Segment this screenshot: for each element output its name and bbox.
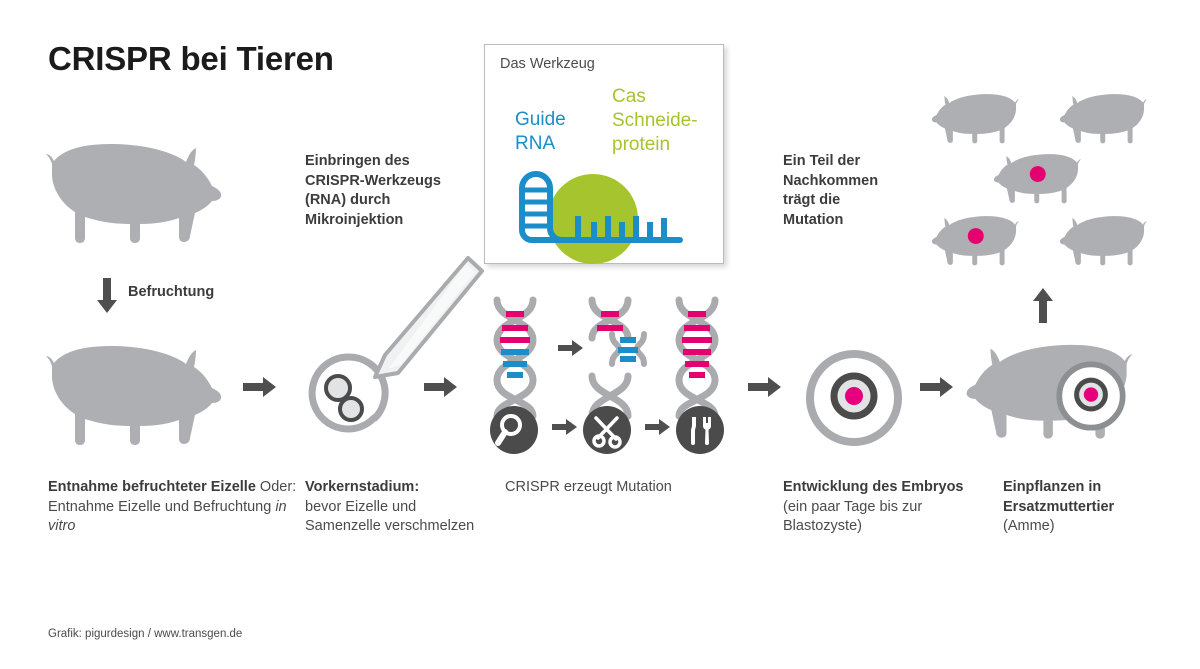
pig-silhouette-icon <box>931 216 1020 266</box>
scissors-icon <box>583 406 631 454</box>
caption-step-1-normal: Oder: Entnahme Eizelle und Befruchtung <box>48 479 297 515</box>
pig-silhouette-donor <box>40 138 225 258</box>
arrow-right-icon <box>558 340 584 356</box>
injection-note-line1: Einbringen des <box>305 153 410 169</box>
piglet-4-mutated <box>930 212 1022 274</box>
arrow-right-icon <box>424 376 458 398</box>
pig-silhouette-icon <box>46 346 222 445</box>
pig-silhouette-icon <box>1059 216 1148 266</box>
cas-line1: Cas <box>612 86 646 107</box>
dna-helix-icon <box>490 296 540 420</box>
embryo-cell-icon <box>1055 360 1127 432</box>
cas-line2: Schneide- <box>612 110 698 131</box>
guide-rna-line2: RNA <box>515 133 556 154</box>
dna-fragment-icon <box>605 330 651 368</box>
magnifier-badge <box>490 406 538 454</box>
mutation-dot <box>967 228 984 244</box>
arrow-right-icon <box>748 376 782 398</box>
caption-step-1-italic: in vitro <box>48 498 287 535</box>
caption-step-3: CRISPR erzeugt Mutation <box>505 478 735 498</box>
offspring-note-line4: Mutation <box>783 211 844 228</box>
guide-rna-line1: Guide <box>515 109 566 130</box>
piglet-3-mutated <box>992 150 1084 212</box>
guide-rna-strand-icon <box>512 166 692 256</box>
pig-silhouette-icon <box>993 154 1082 204</box>
piglet-5 <box>1058 212 1150 274</box>
piglet-1 <box>930 90 1022 152</box>
caption-step-5: Einpflanzen in Ersatzmuttertier (Amme) <box>1003 478 1198 537</box>
piglet-2 <box>1058 90 1150 152</box>
tools-badge <box>676 406 724 454</box>
pipette-icon <box>365 255 485 380</box>
injection-note-line4: Mikroinjektion <box>305 211 404 228</box>
arrow-down-icon <box>96 278 118 314</box>
arrow-up-icon <box>1032 288 1054 324</box>
cas-protein-label: Cas Schneide- protein <box>612 85 722 157</box>
injection-note-line3: (RNA) durch <box>305 192 391 208</box>
caption-step-5-normal: (Amme) <box>1003 518 1055 534</box>
injection-note-line2: CRISPR-Werkzeugs <box>305 172 441 189</box>
pig-silhouette-fertilized <box>40 340 225 460</box>
caption-step-2: Vorkernstadium: bevor Eizelle und Samenz… <box>305 478 495 537</box>
dna-helix-icon <box>672 296 722 420</box>
pig-silhouette-icon <box>46 144 222 243</box>
offspring-note: Ein Teil der Nachkommen trägt die Mutati… <box>783 152 923 230</box>
arrow-right-icon <box>552 419 578 435</box>
scissors-badge <box>583 406 631 454</box>
credit-line: Grafik: pigurdesign / www.transgen.de <box>48 628 243 640</box>
caption-step-2-normal: bevor Eizelle und Samenzelle verschmelze… <box>305 498 475 535</box>
caption-step-3-normal: CRISPR erzeugt Mutation <box>505 479 672 495</box>
pig-silhouette-icon <box>931 94 1020 144</box>
tools-icon <box>676 406 724 454</box>
caption-step-1-bold: Entnahme befruchteter Eizelle <box>48 479 256 495</box>
arrow-right-icon <box>920 376 954 398</box>
caption-step-2-bold: Vorkernstadium: <box>305 479 420 495</box>
magnifier-icon <box>490 406 538 454</box>
offspring-note-line3: trägt die <box>783 192 841 208</box>
caption-step-5-bold: Einpflanzen in Ersatzmuttertier <box>1003 479 1115 515</box>
mutation-dot <box>1029 166 1046 182</box>
embryo-cell-icon <box>804 348 904 448</box>
arrow-right-icon <box>645 419 671 435</box>
fertilization-label: Befruchtung <box>128 284 215 300</box>
offspring-note-line1: Ein Teil der <box>783 153 861 169</box>
caption-step-4: Entwicklung des Embryos (ein paar Tage b… <box>783 478 983 537</box>
caption-step-4-normal: (ein paar Tage bis zur Blastozyste) <box>783 498 923 535</box>
offspring-note-line2: Nachkommen <box>783 172 879 189</box>
injection-note: Einbringen des CRISPR-Werkzeugs (RNA) du… <box>305 152 475 230</box>
arrow-right-icon <box>243 376 277 398</box>
pig-silhouette-icon <box>1059 94 1148 144</box>
page-title: CRISPR bei Tieren <box>48 40 334 77</box>
tool-box-title: Das Werkzeug <box>500 56 595 72</box>
guide-rna-label: Guide RNA <box>515 108 605 156</box>
caption-step-4-bold: Entwicklung des Embryos <box>783 479 964 495</box>
caption-step-1: Entnahme befruchteter Eizelle Oder: Entn… <box>48 478 298 537</box>
cas-line3: protein <box>612 134 671 155</box>
zygote-cell-icon <box>308 352 390 434</box>
